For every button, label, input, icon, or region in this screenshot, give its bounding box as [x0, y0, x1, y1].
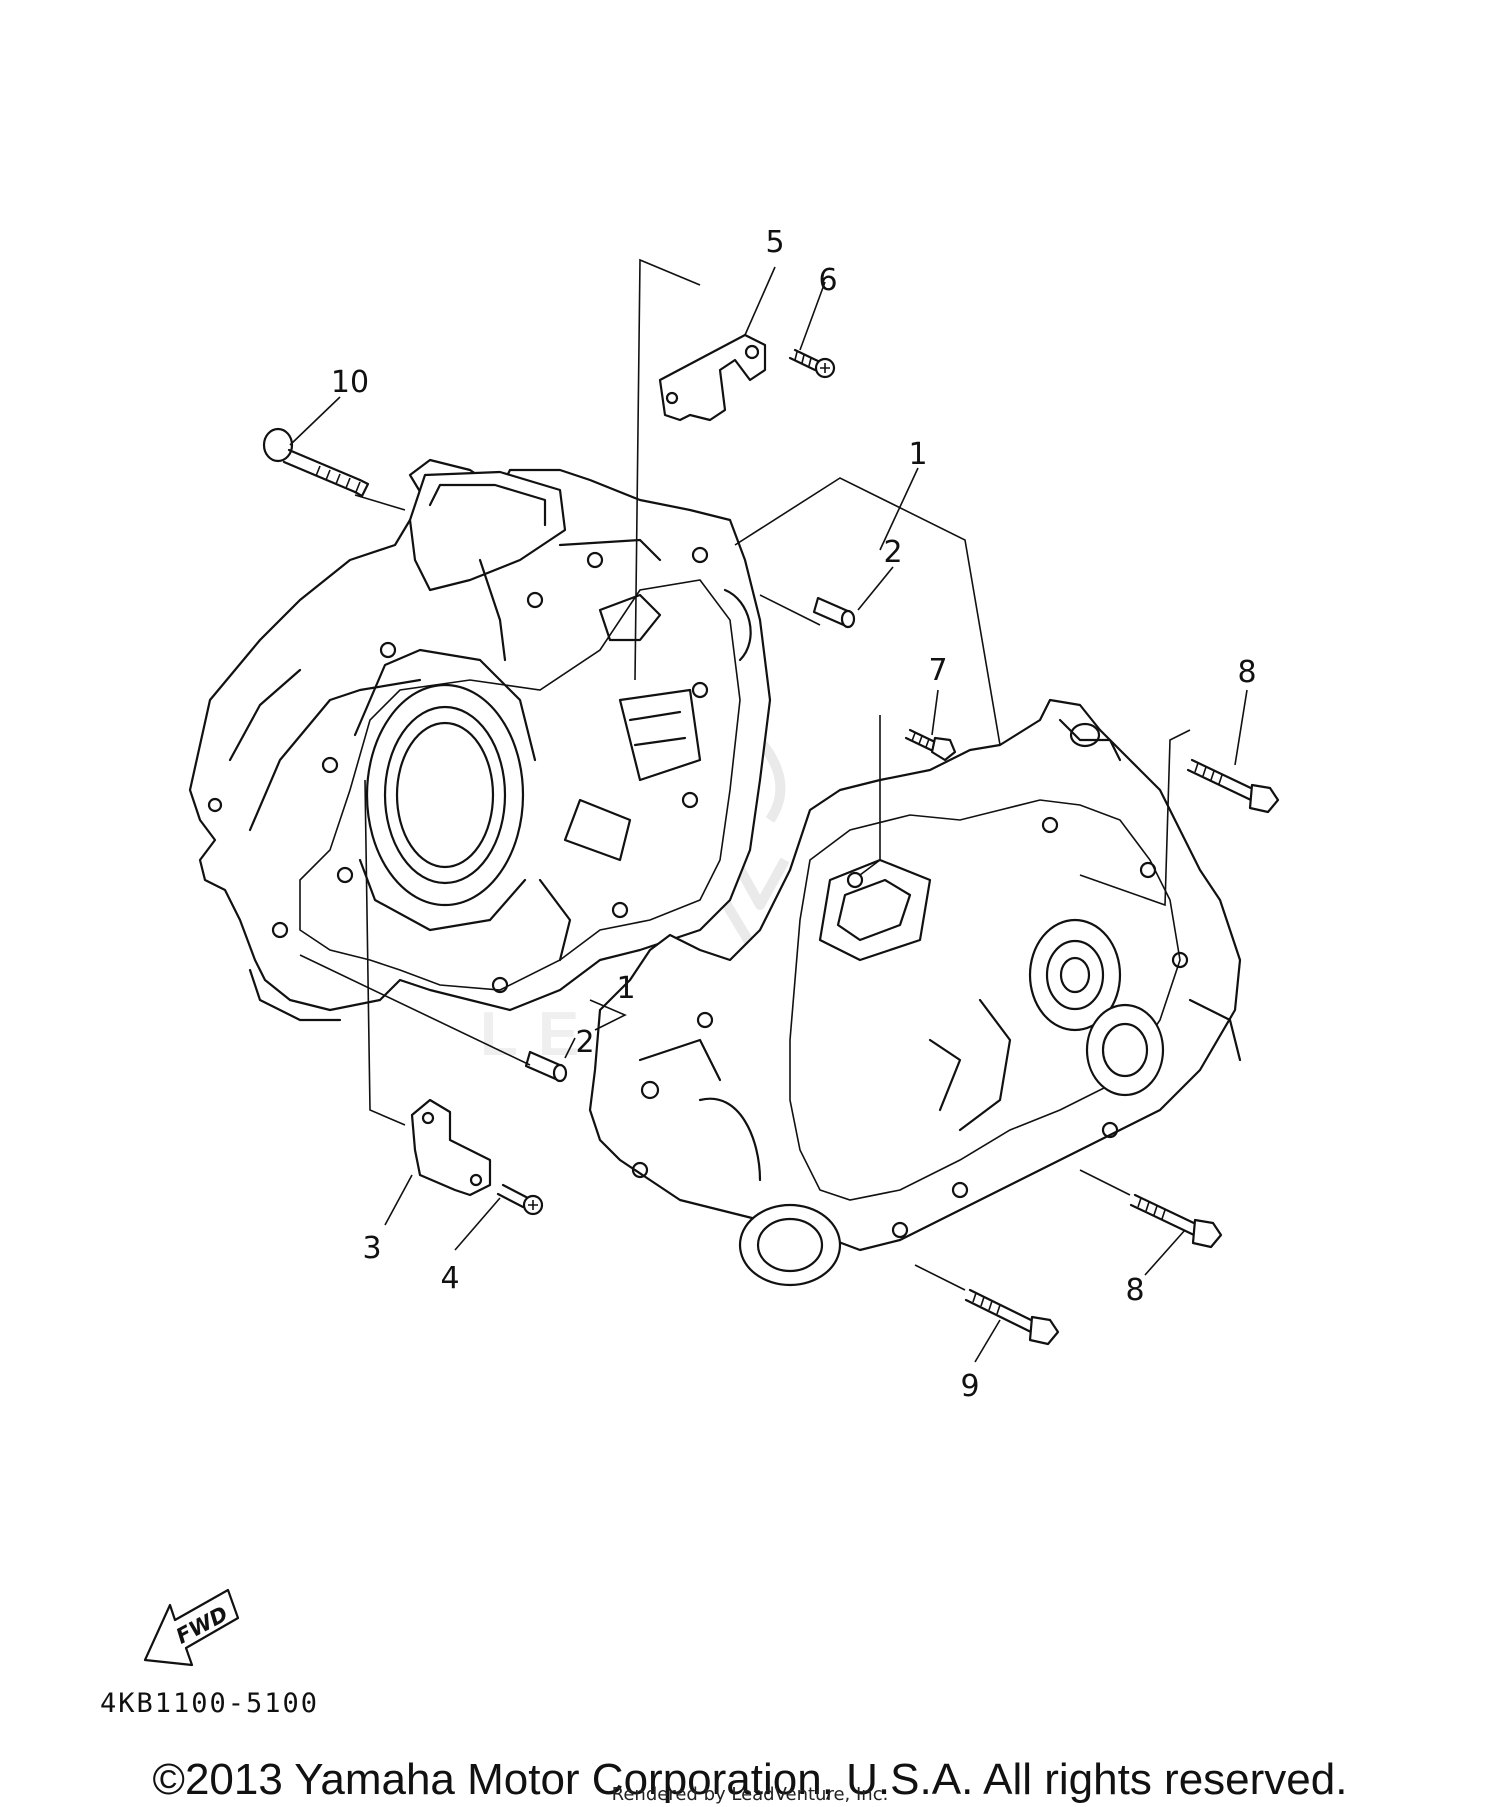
callout-7: 7: [928, 653, 947, 688]
callout-8-upper: 8: [1237, 655, 1256, 690]
callout-2-lower: 2: [575, 1025, 594, 1060]
part-7-bolt: [904, 728, 957, 762]
rendered-by-notice: Rendered by LeadVenture, Inc.: [611, 1784, 889, 1805]
fwd-arrow-icon: FWD: [143, 1588, 240, 1667]
callout-1-upper: 1: [908, 437, 927, 472]
callout-pointers: [289, 266, 1248, 1363]
part-8-bolt-upper: [1186, 758, 1280, 814]
left-crankcase-half: [188, 458, 772, 1022]
callout-6: 6: [818, 263, 837, 298]
callout-9: 9: [960, 1369, 979, 1404]
right-crankcase-half: [588, 698, 1242, 1287]
part-2-dowel-upper: [812, 596, 856, 629]
copyright-notice: ©2013 Yamaha Motor Corporation, U.S.A. A…: [152, 1755, 1348, 1804]
part-5-retainer: [658, 333, 767, 422]
leader-lines: [299, 258, 1191, 1291]
callout-5: 5: [765, 225, 784, 260]
callout-3: 3: [362, 1231, 381, 1266]
callout-2-upper: 2: [883, 535, 902, 570]
part-4-screw: [496, 1183, 544, 1216]
callout-10: 10: [331, 365, 369, 400]
part-2-dowel-lower: [524, 1050, 568, 1083]
callout-1-lower: 1: [616, 971, 635, 1006]
part-8-bolt-lower: [1129, 1193, 1223, 1249]
part-10-long-bolt: [262, 427, 370, 498]
part-3-retainer: [410, 1098, 492, 1197]
part-9-bolt: [964, 1288, 1060, 1346]
diagram-code: 4KB1100-5100: [100, 1688, 319, 1719]
callout-8-lower: 8: [1125, 1273, 1144, 1308]
part-6-screw: [788, 348, 836, 379]
callout-4: 4: [440, 1261, 459, 1296]
